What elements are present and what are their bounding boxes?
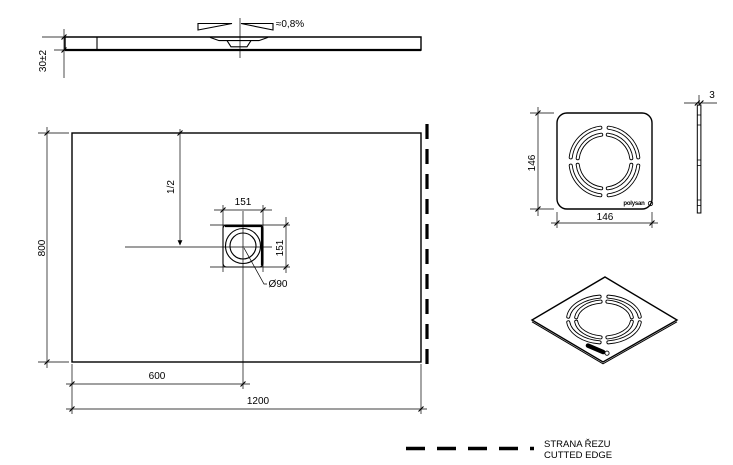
dimension-ticks bbox=[44, 34, 704, 412]
tray-height-dim-label: 30±2 bbox=[38, 49, 49, 73]
brand-logo-ring-icon bbox=[604, 350, 610, 356]
drain-center-dim-label: 1/2 bbox=[166, 180, 177, 194]
grate-dimensions bbox=[530, 107, 658, 228]
plan-width-dim-label: 1200 bbox=[246, 396, 270, 407]
drain-offset-dim-label: 600 bbox=[148, 371, 166, 382]
grate-height-dim-label: 146 bbox=[527, 154, 538, 172]
grate-top-view bbox=[530, 107, 658, 228]
plan-dimensions bbox=[38, 127, 427, 414]
drain-assembly bbox=[125, 205, 290, 389]
drain-diameter-label: Ø90 bbox=[268, 279, 288, 290]
tray-side-view bbox=[42, 18, 422, 78]
grate-perspective-slots bbox=[566, 294, 642, 345]
grate-side-view bbox=[684, 95, 717, 214]
brand-logo-mark-icon bbox=[647, 200, 654, 207]
slope-label: ≈0,8% bbox=[275, 19, 305, 30]
plan-height-dim-label: 800 bbox=[37, 239, 48, 257]
tray-plan-view bbox=[38, 124, 429, 414]
grate-perspective-view bbox=[530, 276, 679, 365]
legend-czech-label: STRANA ŘEZU bbox=[544, 439, 611, 450]
legend-english-label: CUTTED EDGE bbox=[544, 450, 613, 461]
grate-width-dim-label: 146 bbox=[596, 212, 614, 223]
brand-logo-bar bbox=[585, 343, 606, 355]
brand-label: polysan bbox=[623, 201, 645, 207]
drain-box-width-dim-label: 151 bbox=[234, 197, 252, 208]
diameter-leader-line bbox=[243, 247, 267, 285]
drain-box-height-dim-label: 151 bbox=[275, 239, 286, 257]
slope-symbol-icon bbox=[197, 22, 274, 31]
grate-thickness-dim-label: 3 bbox=[709, 90, 715, 101]
grate-slots bbox=[568, 125, 641, 198]
